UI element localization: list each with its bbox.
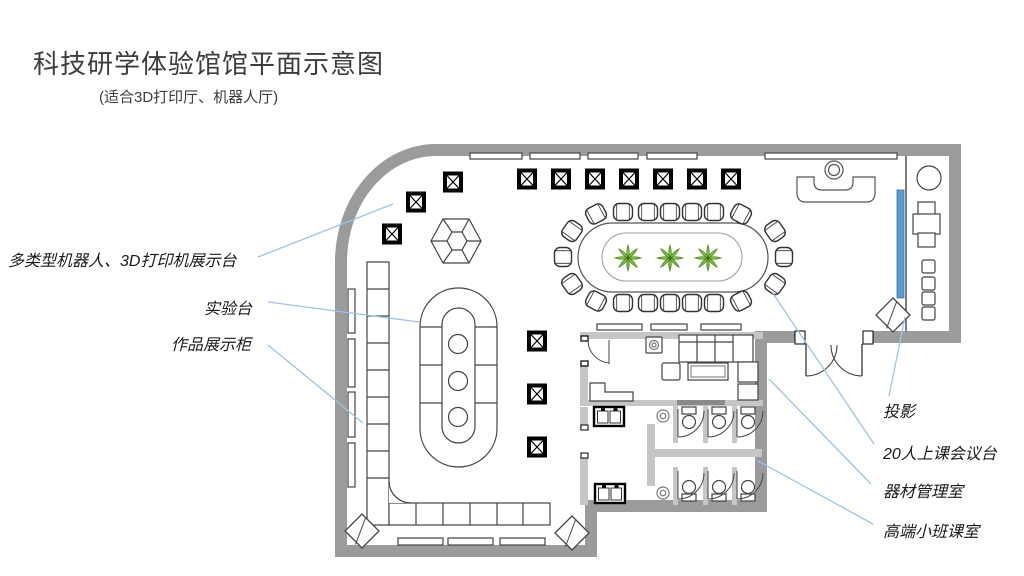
pedestal-symbol	[720, 167, 742, 191]
pedestal-symbol	[526, 435, 548, 459]
plant-icon	[694, 244, 722, 272]
whiteboard-icon	[764, 152, 898, 160]
toilet-icon	[677, 470, 705, 502]
label-projection: 投影	[883, 404, 916, 421]
plant-icon	[656, 244, 684, 272]
label-conference-table: 20人上课会议台	[883, 446, 997, 463]
interior-partitions	[580, 332, 763, 505]
corner-speaker-icon	[554, 515, 590, 551]
equipment-room	[580, 334, 759, 405]
pedestal-symbol	[442, 170, 464, 194]
right-side-room	[905, 156, 942, 331]
pedestal-symbol	[405, 190, 427, 214]
pedestal-symbol	[381, 222, 403, 246]
label-equipment-room: 器材管理室	[883, 484, 964, 501]
conference-table	[577, 222, 769, 293]
pedestal-symbol	[618, 167, 640, 191]
plant-icon	[614, 244, 642, 272]
pedestal-symbol	[686, 167, 708, 191]
label-small-class-room: 高端小班课室	[883, 524, 980, 541]
lectern	[796, 160, 876, 203]
label-display-cabinet: 作品展示柜	[171, 337, 252, 354]
toilet-icon	[707, 406, 735, 438]
leader-lines	[257, 203, 906, 525]
label-experiment-table: 实验台	[204, 301, 253, 318]
page-subtitle: (适合3D打印厅、机器人厅)	[99, 89, 279, 106]
hexagon-table	[430, 218, 482, 264]
coffee-table-icon	[687, 362, 729, 381]
sink-icon	[592, 405, 626, 428]
pedestal-symbol	[584, 167, 606, 191]
sofa-icon	[678, 334, 759, 383]
display-cabinet	[366, 261, 551, 526]
experiment-table	[419, 287, 498, 468]
toilet-icon	[707, 470, 735, 502]
pedestal-symbol	[550, 167, 572, 191]
exterior-walls	[335, 144, 961, 557]
pedestal-symbol	[526, 382, 548, 406]
sink-icon	[593, 482, 627, 505]
pedestal-symbol	[516, 167, 538, 191]
floor-drain-icon	[656, 409, 670, 500]
desk-icon	[589, 382, 634, 402]
restroom	[580, 405, 764, 505]
page-title: 科技研学体验馆馆平面示意图	[33, 49, 385, 79]
entrance-double-door	[794, 330, 874, 377]
wall-shelf-icons	[347, 152, 898, 546]
pedestal-symbol	[526, 329, 548, 353]
pedestal-symbol	[652, 167, 674, 191]
projection-screen	[896, 189, 905, 299]
side-table-icon	[661, 362, 681, 381]
toilet-icon	[677, 406, 705, 438]
label-robot-3dprinter-pedestals: 多类型机器人、3D打印机展示台	[8, 253, 237, 270]
projector-icon	[875, 297, 911, 333]
cabinet-icon	[737, 383, 759, 401]
